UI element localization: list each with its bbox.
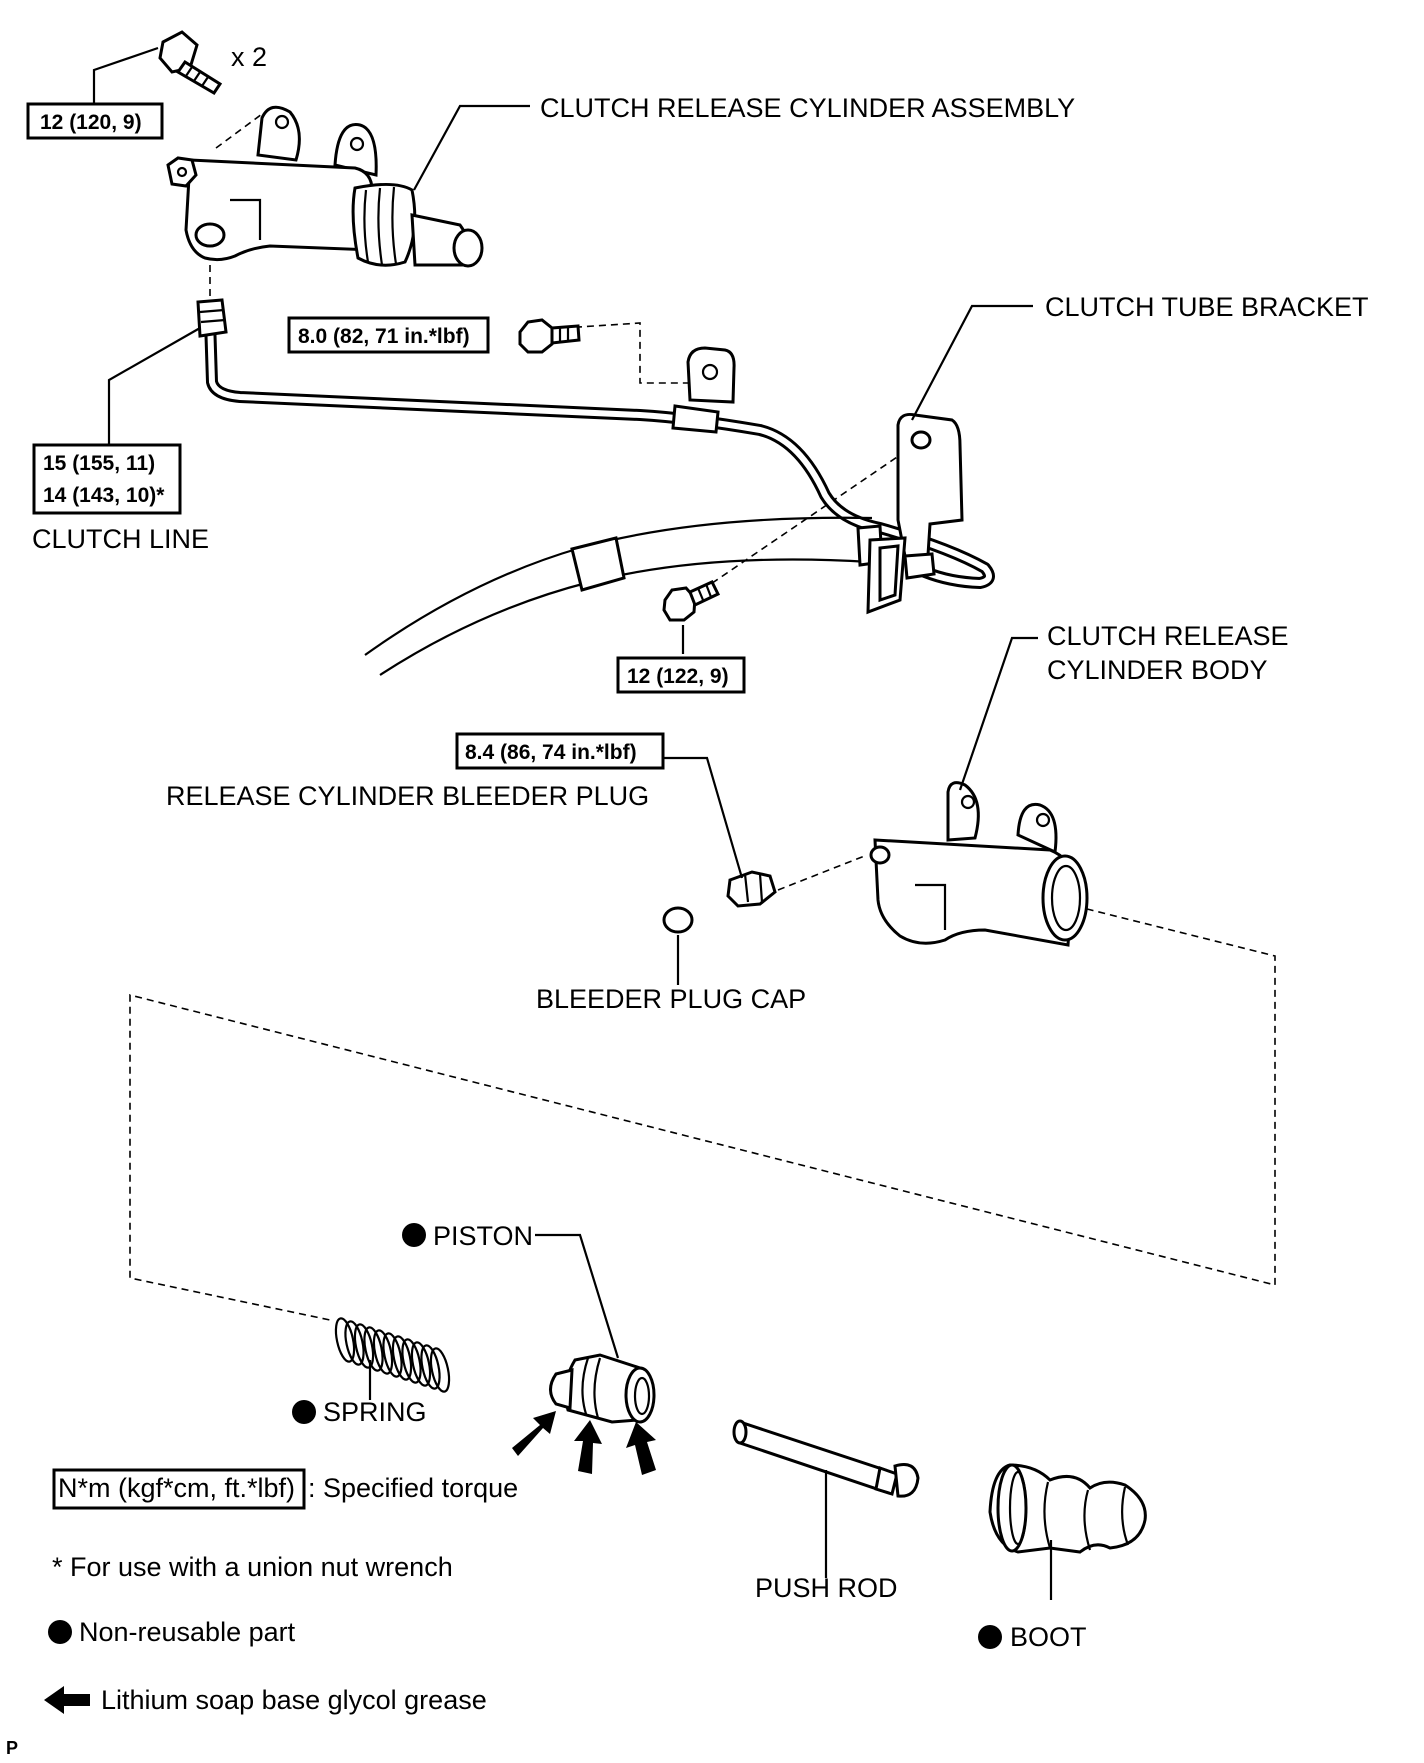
non-reusable-marker: [402, 1223, 426, 1247]
legend: N*m (kgf*cm, ft.*lbf) : Specified torque…: [44, 1468, 518, 1715]
spring-loop: [353, 1323, 375, 1369]
legend-union-nut-note: * For use with a union nut wrench: [52, 1552, 453, 1582]
torque-box-bracket-bolt: 8.0 (82, 71 in.*lbf): [287, 316, 490, 354]
label-clutch-tube-bracket: CLUTCH TUBE BRACKET: [1045, 292, 1369, 322]
label-clutch-line: CLUTCH LINE: [32, 524, 209, 554]
label-bleeder-plug-cap: BLEEDER PLUG CAP: [536, 984, 806, 1014]
spring-coil: [334, 1317, 451, 1393]
legend-torque-box: [52, 1468, 306, 1510]
non-reusable-marker: [978, 1625, 1002, 1649]
bolt-quantity-label: x 2: [231, 42, 267, 72]
bleeder-plug-cap: [662, 906, 694, 934]
non-reusable-marker: [292, 1400, 316, 1424]
spring-loop: [420, 1344, 441, 1390]
clutch-hose: [364, 516, 884, 676]
label-piston: PISTON: [433, 1221, 533, 1251]
legend-grease-arrow-icon: [44, 1686, 90, 1714]
spring-loop: [372, 1329, 394, 1375]
torque-value-union-nut: 14 (143, 10)*: [43, 484, 165, 507]
cylinder-mount-bolt: [158, 30, 223, 96]
clutch-line-tube: [196, 298, 995, 589]
spring-loop: [391, 1335, 413, 1381]
legend-non-reusable-icon: [48, 1620, 72, 1644]
label-bleeder-plug: RELEASE CYLINDER BLEEDER PLUG: [166, 781, 649, 811]
spring-loop: [334, 1317, 356, 1363]
tube-bracket-bolt: [662, 580, 721, 622]
corner-mark: P: [6, 1738, 18, 1758]
spring-loop: [344, 1320, 365, 1366]
legend-torque-desc: : Specified torque: [308, 1473, 518, 1503]
label-spring: SPRING: [323, 1397, 427, 1427]
torque-box-tube-bracket-bolt: 12 (122, 9): [616, 656, 746, 694]
boot-part: [988, 1463, 1147, 1554]
release-cylinder-bleeder-plug: [726, 870, 777, 908]
spring-loop: [401, 1338, 422, 1384]
label-boot: BOOT: [1010, 1622, 1087, 1652]
label-cylinder-body-line2: CYLINDER BODY: [1047, 655, 1268, 685]
spring-loop: [429, 1347, 451, 1393]
clutch-release-cylinder-body: [869, 781, 1089, 947]
spring-loop: [363, 1326, 384, 1372]
clutch-release-cylinder-assembly: [166, 105, 484, 268]
torque-value: 12 (122, 9): [627, 665, 729, 688]
clutch-tube-bracket: [866, 413, 964, 615]
grease-arrows: [512, 1411, 656, 1475]
spring-loop: [382, 1332, 403, 1378]
legend-grease: Lithium soap base glycol grease: [101, 1685, 487, 1715]
torque-box-bleeder-plug: 8.4 (86, 74 in.*lbf): [455, 732, 665, 770]
torque-box-cylinder-bolt: 12 (120, 9): [26, 102, 164, 140]
torque-value: 12 (120, 9): [40, 111, 142, 134]
tube-bracket-tab: [686, 346, 736, 404]
legend-non-reusable: Non-reusable part: [79, 1617, 296, 1647]
push-rod-part: [732, 1419, 920, 1498]
torque-value: 15 (155, 11): [43, 452, 155, 475]
label-cylinder-body-line1: CLUTCH RELEASE: [1047, 621, 1289, 651]
spring-loop: [410, 1341, 432, 1387]
label-push-rod: PUSH ROD: [755, 1573, 898, 1603]
torque-value: 8.4 (86, 74 in.*lbf): [465, 741, 637, 764]
piston-part: [549, 1353, 656, 1424]
bracket-bolt: [518, 318, 581, 354]
torque-box-clutch-line: 15 (155, 11) 14 (143, 10)*: [32, 443, 182, 515]
torque-value: 8.0 (82, 71 in.*lbf): [298, 325, 470, 348]
label-clutch-release-cylinder-assembly: CLUTCH RELEASE CYLINDER ASSEMBLY: [540, 93, 1075, 123]
assembly-guide-lines: [129, 113, 1276, 1321]
leader-lines: [92, 46, 1053, 1600]
legend-torque-unit: N*m (kgf*cm, ft.*lbf): [58, 1473, 295, 1503]
